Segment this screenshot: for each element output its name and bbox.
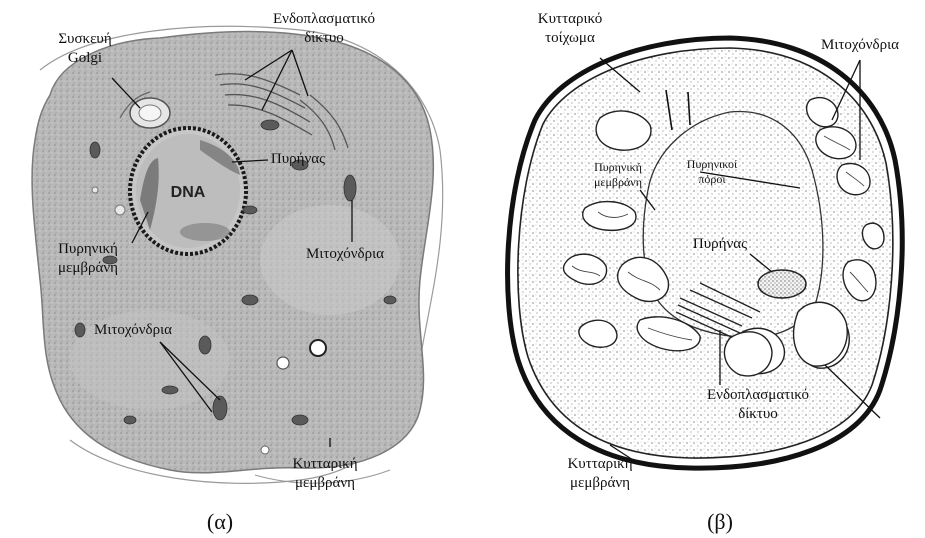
label-mitochondria-b: Μιτοχόνδρια: [805, 36, 915, 55]
label-nuclear-membrane-a: Πυρηνική μεμβράνη: [38, 240, 138, 278]
caption-b: (β): [690, 509, 750, 535]
caption-a: (α): [190, 509, 250, 535]
label-cell-membrane-b-line2: μεμβράνη: [545, 474, 655, 493]
label-nuclear-membrane-b-line2: μεμβράνη: [578, 175, 658, 190]
label-er-a-line1: Ενδοπλασματικό: [254, 10, 394, 29]
label-nuclear-pores-b: Πυρηνικοί πόροι: [672, 157, 752, 187]
label-golgi: Συσκευή Golgi: [40, 30, 130, 68]
label-golgi-line2: Golgi: [40, 49, 130, 68]
label-er-b-line2: δίκτυο: [688, 405, 828, 424]
label-dna: DNA: [168, 183, 208, 202]
label-nuclear-membrane-b: Πυρηνική μεμβράνη: [578, 160, 658, 190]
label-cell-membrane-b-line1: Κυτταρική: [545, 455, 655, 474]
label-er-b-line1: Ενδοπλασματικό: [688, 386, 828, 405]
label-er-a-line2: δίκτυο: [254, 29, 394, 48]
label-cell-wall-b: Κυτταρικό τοίχωμα: [520, 10, 620, 48]
label-mitochondria-a-bottom: Μιτοχόνδρια: [78, 321, 188, 340]
panel-b-nucleolus: [758, 270, 806, 298]
label-cell-membrane-a-line2: μεμβράνη: [270, 474, 380, 493]
label-cell-wall-b-line1: Κυτταρικό: [520, 10, 620, 29]
label-nucleus-a: Πυρήνας: [258, 150, 338, 169]
label-er-a: Ενδοπλασματικό δίκτυο: [254, 10, 394, 48]
label-mitochondria-a-right: Μιτοχόνδρια: [290, 245, 400, 264]
label-nucleolus-b: Πυρήνας: [680, 235, 760, 254]
label-golgi-line1: Συσκευή: [40, 30, 130, 49]
label-nuclear-membrane-b-line1: Πυρηνική: [578, 160, 658, 175]
label-nuclear-pores-b-line1: Πυρηνικοί: [672, 157, 752, 172]
label-er-b: Ενδοπλασματικό δίκτυο: [688, 386, 828, 424]
label-cell-membrane-a-line1: Κυτταρική: [270, 455, 380, 474]
label-nuclear-pores-b-line2: πόροι: [672, 172, 752, 187]
label-cell-membrane-b: Κυτταρική μεμβράνη: [545, 455, 655, 493]
label-nuclear-membrane-a-line1: Πυρηνική: [38, 240, 138, 259]
label-cell-wall-b-line2: τοίχωμα: [520, 29, 620, 48]
label-cell-membrane-a: Κυτταρική μεμβράνη: [270, 455, 380, 493]
label-nuclear-membrane-a-line2: μεμβράνη: [38, 259, 138, 278]
